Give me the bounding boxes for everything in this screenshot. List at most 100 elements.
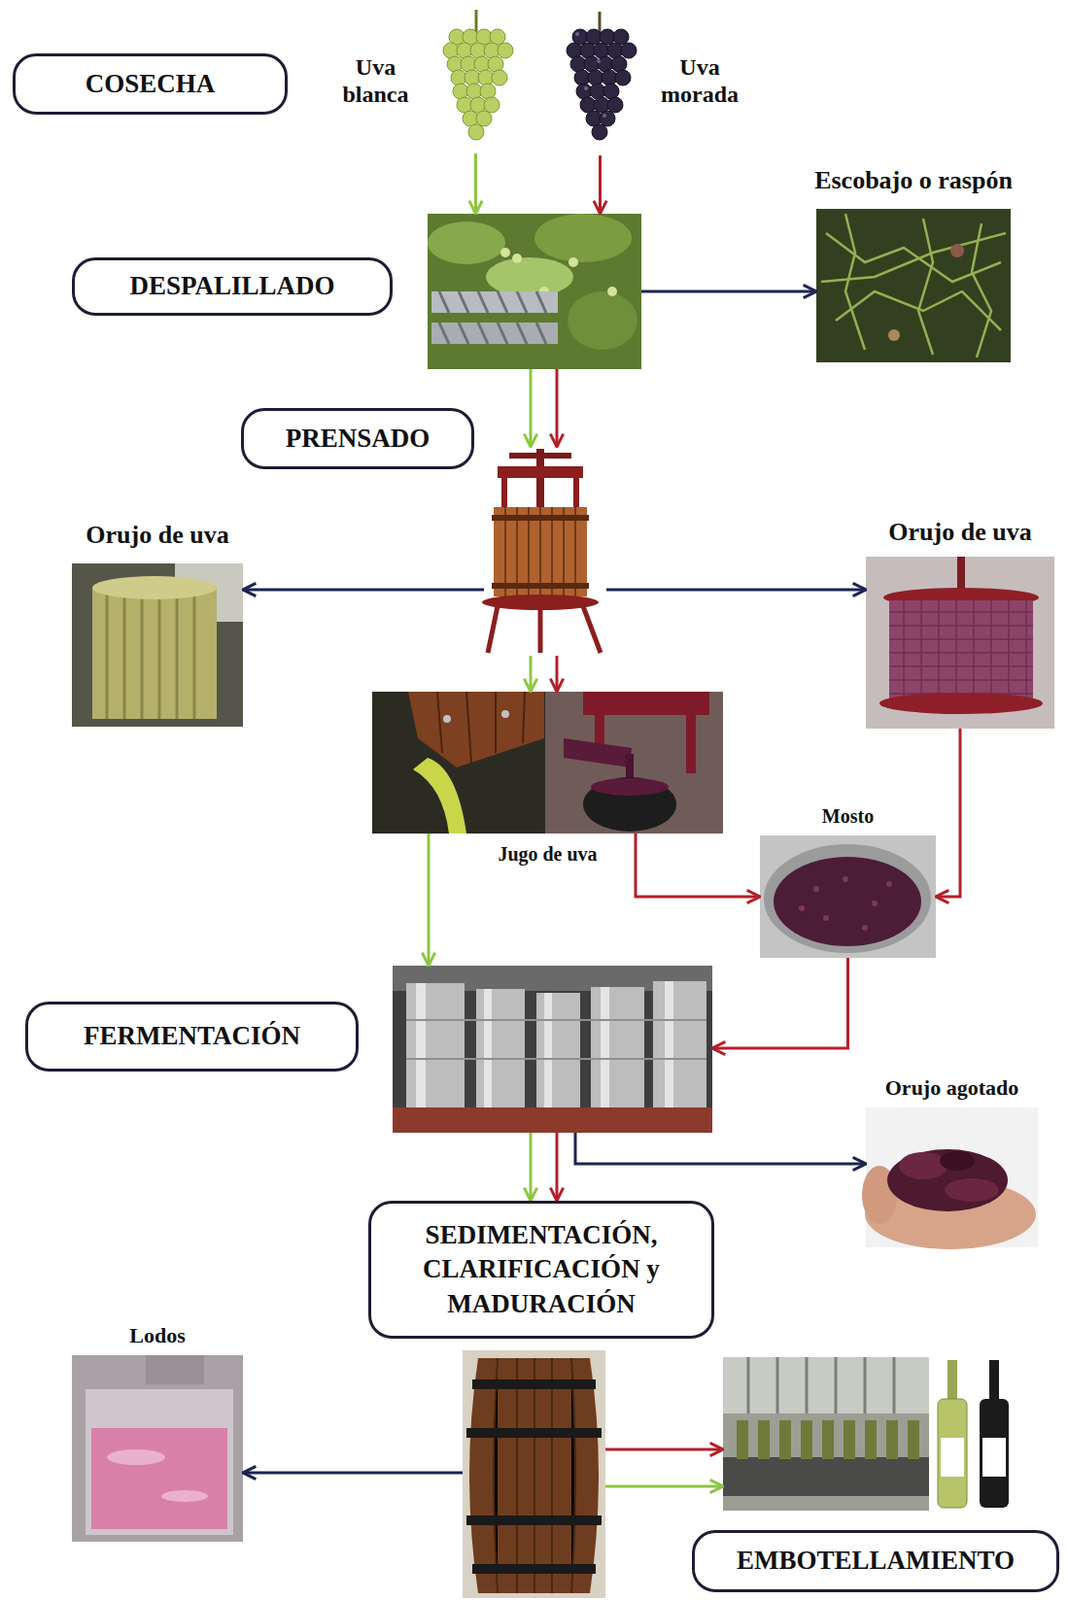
bottling-photo [748, 1357, 895, 1414]
stage-label-box: DESPALILLADO [71, 257, 393, 316]
exhausted-pomace-photo [887, 1149, 1008, 1212]
white-grape-cluster [468, 124, 484, 140]
juice-photo [372, 691, 724, 834]
stage-name: FERMENTACIÓN [83, 1021, 301, 1052]
oak-barrel-photo [472, 1379, 596, 1390]
wine-press-drawing [538, 610, 544, 654]
must-photo [773, 857, 922, 947]
process-photo: SEDIMENTACIÓN, CLARIFICACIÓN y MADURACIÓ… [462, 1350, 606, 1600]
bottling-photo [779, 1420, 792, 1460]
juice-photo [437, 691, 525, 763]
wine-press-drawing [501, 478, 508, 508]
white-grape-cluster [475, 9, 479, 34]
wine-press-drawing [497, 466, 584, 479]
bottling-photo [822, 1420, 834, 1460]
flow-arrow [474, 153, 478, 214]
juice-photo [372, 691, 546, 834]
process-photo: PRENSADO [483, 447, 607, 656]
flow-arrow [605, 1448, 724, 1452]
oak-barrel-photo [493, 1358, 576, 1594]
stage-name: PRENSADO [285, 423, 431, 454]
bottling-photo [736, 1420, 920, 1460]
flow-arrow [635, 833, 760, 897]
must-photo [886, 881, 893, 888]
purple-grape-cluster [602, 113, 607, 118]
fermentation-tanks-photo [664, 981, 674, 1108]
flow-arrow [529, 1133, 533, 1202]
purple-grape-cluster [603, 83, 620, 100]
juice-photo [408, 691, 545, 768]
white-grape-cluster [487, 56, 504, 72]
must-photo [842, 876, 849, 883]
stage-name: EMBOTELLAMIENTO [736, 1546, 1015, 1577]
grape-photo: Uva blanca [439, 9, 513, 154]
oak-barrel-photo [466, 1379, 602, 1575]
flow-arrow [712, 958, 849, 1049]
white-pomace-photo [71, 563, 243, 727]
oak-barrel-photo [462, 1350, 606, 1599]
exhausted-pomace-photo [898, 1152, 948, 1180]
sludge-photo [71, 1355, 243, 1543]
wine-press-drawing [491, 515, 589, 521]
oak-barrel-photo [493, 1358, 576, 1594]
juice-photo [437, 691, 525, 763]
juice-photo: Jugo de uva [372, 691, 724, 834]
juice-photo [583, 777, 677, 832]
stage-name: SEDIMENTACIÓN, CLARIFICACIÓN y MADURACIÓ… [386, 1218, 696, 1321]
white-grape-cluster [443, 29, 514, 140]
must-photo [759, 835, 936, 959]
bottling-photo [937, 1399, 967, 1509]
flow-arrow [641, 290, 817, 294]
stems-photo [950, 243, 965, 258]
must-photo [798, 905, 805, 912]
photo-caption: Uva blanca [329, 54, 422, 108]
flow-arrow [242, 588, 484, 592]
flow-arrow [529, 369, 533, 448]
flow-arrow [575, 1133, 866, 1165]
oak-barrel-photo [466, 1515, 602, 1526]
sludge-photo [85, 1389, 234, 1536]
juice-photo [590, 778, 669, 796]
stems-photo [821, 213, 1006, 358]
purple-grape-cluster [575, 32, 607, 118]
white-pomace-photo [71, 563, 243, 727]
grape-photo: Uva morada [563, 11, 637, 156]
byproduct-photo: Lodos [71, 1355, 243, 1543]
byproduct-photo: Orujo agotado [865, 1107, 1038, 1248]
bottling-photo [907, 1420, 920, 1460]
purple-grape-cluster [596, 59, 601, 64]
bottling-photo [843, 1420, 856, 1460]
wine-press-drawing [487, 606, 601, 654]
juice-photo [563, 738, 632, 768]
purple-grape-cluster [607, 97, 623, 113]
stems-photo [888, 329, 900, 342]
stems-photo [971, 223, 992, 358]
bottling-photo [757, 1420, 770, 1460]
stage-label: COSECHA [12, 53, 288, 115]
white-grape-cluster [443, 9, 514, 140]
destemmer-photo [427, 221, 506, 265]
exhausted-pomace-photo [861, 1107, 1038, 1250]
wine-press-drawing [491, 583, 589, 589]
flow-arrow [606, 588, 866, 592]
bottling-photo [723, 1357, 930, 1414]
bottling-photo [723, 1357, 1009, 1512]
bottling-photo [736, 1420, 749, 1460]
wine-press-drawing [583, 606, 601, 654]
stage-name: DESPALILLADO [129, 271, 335, 302]
bottling-photo [886, 1420, 898, 1460]
red-pomace-photo [879, 692, 1043, 715]
stage-name: COSECHA [85, 68, 216, 100]
must-photo [813, 886, 820, 893]
purple-grape-cluster [599, 110, 616, 127]
must-photo [759, 835, 936, 959]
destemmer-photo [427, 213, 642, 370]
photo-caption: Escobajo o raspón [814, 166, 1013, 196]
fermentation-tanks-photo [590, 987, 645, 1108]
bottling-photo [748, 1357, 895, 1414]
white-grape-cluster [491, 69, 508, 86]
oak-barrel-photo [469, 1358, 599, 1594]
purple-grape-cluster [620, 42, 637, 59]
flow-arrow [242, 1472, 463, 1476]
